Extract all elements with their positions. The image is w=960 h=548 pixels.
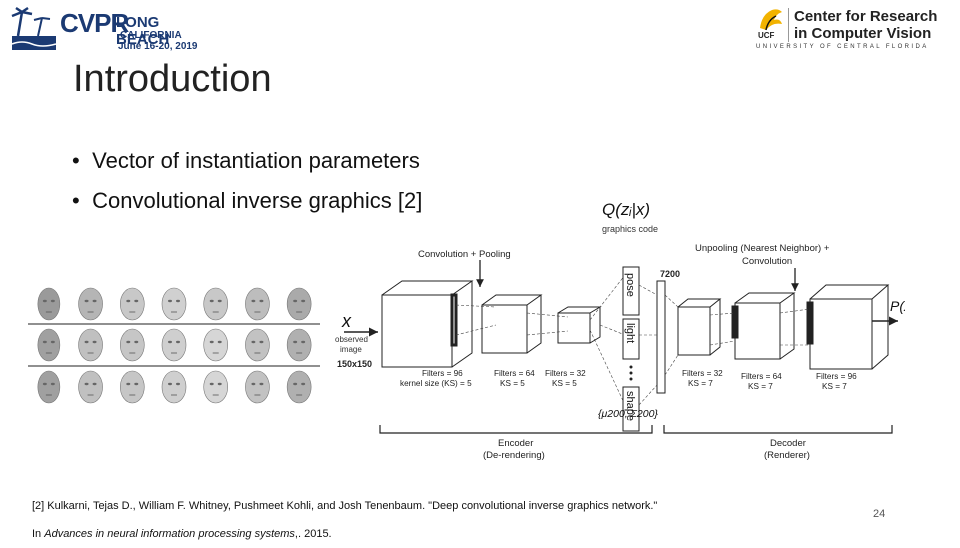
face-thumbnail — [78, 328, 103, 362]
reference-citation: [2] Kulkarni, Tejas D., William F. Whitn… — [32, 492, 792, 548]
ucf-university: UNIVERSITY OF CENTRAL FLORIDA — [756, 44, 929, 50]
bullet-text: Convolutional inverse graphics [2] — [92, 188, 423, 213]
bullet-text: Vector of instantiation parameters — [92, 148, 420, 173]
crcv-line1: Center for Research — [794, 8, 938, 25]
face-thumbnail — [119, 328, 145, 362]
encoder-block-2 — [481, 294, 543, 354]
page-number: 24 — [873, 508, 886, 520]
x-label: x — [341, 311, 352, 331]
pegasus-icon — [760, 9, 782, 31]
dec-block-2-ks: KS = 7 — [748, 382, 773, 391]
decoder-label: Decoder — [770, 438, 806, 449]
light-label: light — [624, 323, 636, 343]
enc-block-3-filters: Filters = 32 — [545, 369, 586, 378]
dec-block-3-ks: KS = 7 — [822, 382, 847, 391]
shape-label: shape — [624, 391, 636, 421]
face-thumbnail — [37, 328, 61, 362]
face-thumbnail — [203, 370, 229, 404]
fc-layer — [656, 280, 666, 394]
cvpr-dates: June 16-20, 2019 — [118, 41, 198, 52]
encoder-sublabel: (De-rendering) — [483, 450, 545, 461]
reference-prefix: In — [32, 528, 45, 540]
q-label: Q(zᵢ|x) — [602, 200, 650, 219]
face-thumbnail — [286, 328, 312, 362]
decoder-connectors — [709, 308, 811, 346]
face-thumbnail — [119, 370, 145, 404]
encoder-bracket — [379, 425, 653, 434]
cvpr-region: CALIFORNIA — [120, 30, 182, 41]
dec-block-1-ks: KS = 7 — [688, 379, 713, 388]
decoder-block-1 — [677, 298, 722, 356]
crcv-line2: in Computer Vision — [794, 25, 932, 42]
decoder-sublabel: (Renderer) — [764, 450, 810, 461]
cvpr-logo: CVPR LONG BEACH CALIFORNIA June 16-20, 2… — [8, 6, 208, 54]
face-grid-svg — [28, 284, 320, 408]
observed-label: observed — [335, 335, 368, 344]
face-thumbnail — [245, 287, 270, 321]
ucf-short: UCF — [758, 31, 775, 40]
bullet-item: • Vector of instantiation parameters — [72, 148, 420, 174]
enc-block-1-ks: kernel size (KS) = 5 — [400, 379, 472, 388]
face-thumbnail — [37, 287, 61, 321]
shape-box — [622, 386, 640, 432]
face-thumbnail — [161, 287, 187, 321]
face-thumbnail — [78, 370, 103, 404]
cvpr-wordmark: CVPR — [60, 8, 129, 38]
face-thumbnail — [37, 370, 61, 404]
unpool-label-2: Convolution — [742, 256, 792, 267]
dec-block-2-filters: Filters = 64 — [741, 372, 782, 381]
face-image-grid — [28, 284, 320, 408]
face-thumbnail — [203, 287, 229, 321]
reference-line-1: [2] Kulkarni, Tejas D., William F. Whitn… — [32, 500, 658, 512]
encoder-block-3 — [557, 306, 602, 344]
enc-block-2-filters: Filters = 64 — [494, 369, 535, 378]
face-thumbnail — [286, 370, 312, 404]
reference-line-2: In Advances in neural information proces… — [32, 520, 792, 548]
decoder-block-3 — [806, 284, 890, 370]
latent-column: pose light shape — [622, 266, 666, 432]
pose-box — [622, 266, 640, 316]
enc-block-1-filters: Filters = 96 — [422, 369, 463, 378]
pose-label: pose — [624, 273, 636, 297]
face-thumbnail — [286, 287, 312, 321]
dec-block-3-filters: Filters = 96 — [816, 372, 857, 381]
dec-block-1-filters: Filters = 32 — [682, 369, 723, 378]
graphics-code-label: graphics code — [602, 224, 658, 234]
enc-block-3-ks: KS = 5 — [552, 379, 577, 388]
decoder-block-2 — [731, 292, 796, 360]
face-thumbnail — [245, 328, 270, 362]
bullet-item: • Convolutional inverse graphics [2] — [72, 188, 422, 214]
network-diagram: Q(zᵢ|x) graphics code Convolution + Pool… — [330, 195, 926, 467]
size-7200-label: 7200 — [660, 269, 680, 279]
image-size-label: 150x150 — [337, 359, 372, 369]
latent-connectors — [638, 284, 679, 406]
light-box — [622, 318, 640, 360]
unpool-label-1: Unpooling (Nearest Neighbor) + — [695, 243, 830, 254]
conv-pool-label: Convolution + Pooling — [418, 249, 511, 260]
encoder-connectors — [455, 274, 626, 406]
face-thumbnail — [78, 287, 103, 321]
face-thumbnail — [119, 287, 145, 321]
face-thumbnail — [161, 328, 187, 362]
reference-suffix: ,. 2015. — [294, 528, 332, 540]
palm-tree-icon — [11, 6, 57, 50]
face-thumbnail — [203, 328, 229, 362]
enc-block-2-ks: KS = 5 — [500, 379, 525, 388]
mu-sigma-label: {μ200, Σ200} — [598, 408, 658, 420]
reference-journal: Advances in neural information processin… — [44, 528, 295, 540]
ucf-crcv-logo: UCF Center for Research in Computer Visi… — [752, 4, 952, 54]
p-label: P(x|z) — [890, 298, 905, 314]
slide-title: Introduction — [73, 58, 272, 100]
decoder-bracket — [663, 425, 893, 434]
image-label: image — [340, 345, 362, 354]
face-thumbnail — [161, 370, 187, 404]
logo-divider — [788, 8, 789, 42]
encoder-block-1 — [381, 280, 474, 368]
bullet-marker: • — [72, 148, 80, 173]
encoder-label: Encoder — [498, 438, 533, 449]
cvpr-location: LONG BEACH — [116, 14, 170, 48]
bullet-marker: • — [72, 188, 80, 213]
face-thumbnail — [245, 370, 270, 404]
